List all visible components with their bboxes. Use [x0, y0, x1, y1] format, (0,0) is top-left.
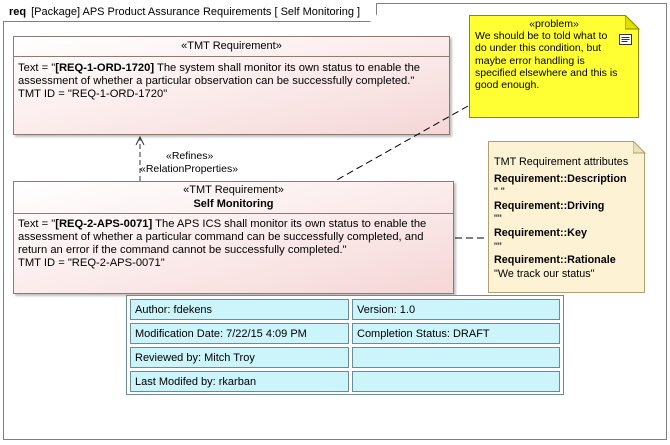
requirement-aps-0071[interactable]: «TMT Requirement» Self Monitoring Text =…	[13, 181, 454, 294]
requirement-name: Self Monitoring	[193, 198, 274, 210]
attributes-title: TMT Requirement attributes	[494, 156, 629, 168]
requirement-text: The APS ICS shall monitor its own status…	[18, 218, 427, 256]
note-fold-icon	[625, 15, 640, 30]
requirement-body: Text = "[REQ-2-APS-0071] The APS ICS sha…	[14, 214, 453, 275]
attribute-key: Requirement::Rationale	[494, 254, 616, 267]
attribute-key: Requirement::Key	[494, 226, 587, 239]
diagram-header[interactable]: req [Package] APS Product Assurance Requi…	[3, 3, 377, 22]
table-row: Author: fdekens Version: 1.0	[130, 299, 560, 320]
requirement-body: Text = "[REQ-1-ORD-1720] The system shal…	[14, 57, 449, 106]
problem-text: We should be to told what to do under th…	[475, 30, 618, 92]
table-row: Reviewed by: Mitch Troy	[130, 347, 560, 368]
problem-note[interactable]: «problem» We should be to told what to d…	[469, 15, 639, 118]
attribute-value: "We track our status"	[494, 267, 595, 280]
requirement-header: «TMT Requirement» Self Monitoring	[14, 182, 453, 214]
requirement-tmt-id: TMT ID = "REQ-1-ORD-1720"	[18, 88, 168, 100]
requirement-text-prefix: Text = "	[18, 218, 56, 230]
problem-stereotype: «problem»	[529, 18, 579, 30]
note-icon	[619, 34, 632, 45]
diagram-title: [Package] APS Product Assurance Requirem…	[31, 6, 361, 18]
requirement-id: [REQ-1-ORD-1720]	[55, 62, 155, 74]
requirement-text: The system shall monitor its own status …	[18, 62, 421, 87]
reviewed-by-cell: Reviewed by: Mitch Troy	[130, 347, 349, 368]
version-cell: Version: 1.0	[352, 299, 560, 320]
attribute-value: ""	[494, 240, 502, 253]
attribute-value: ""	[494, 213, 502, 226]
attributes-note[interactable]: TMT Requirement attributes Requirement::…	[488, 141, 645, 293]
attribute-key: Requirement::Driving	[494, 199, 605, 212]
last-modified-by-cell: Last Modifed by: rkarban	[130, 371, 349, 392]
refines-label: «Refines»	[166, 150, 214, 162]
empty-cell	[352, 371, 560, 392]
requirement-header: «TMT Requirement»	[14, 37, 449, 57]
author-cell: Author: fdekens	[130, 299, 349, 320]
table-row: Modification Date: 7/22/15 4:09 PM Compl…	[130, 323, 560, 344]
diagram-kind: req	[9, 6, 27, 18]
modification-date-cell: Modification Date: 7/22/15 4:09 PM	[130, 323, 349, 344]
requirement-tmt-id: TMT ID = "REQ-2-APS-0071"	[18, 257, 165, 269]
requirement-id: [REQ-2-APS-0071]	[55, 218, 153, 230]
requirement-stereotype: «TMT Requirement»	[181, 40, 282, 52]
requirement-stereotype: «TMT Requirement»	[183, 184, 284, 196]
table-row: Last Modifed by: rkarban	[130, 371, 560, 392]
attribute-key: Requirement::Description	[494, 172, 627, 185]
info-table: Author: fdekens Version: 1.0 Modificatio…	[126, 295, 564, 395]
requirement-text-prefix: Text = "	[18, 62, 56, 74]
attribute-value: " "	[494, 186, 505, 199]
requirement-ord-1720[interactable]: «TMT Requirement» Text = "[REQ-1-ORD-172…	[13, 36, 450, 135]
completion-status-cell: Completion Status: DRAFT	[352, 323, 560, 344]
note-fold-icon	[633, 141, 646, 154]
relation-properties-label: «RelationProperties»	[140, 163, 239, 175]
empty-cell	[352, 347, 560, 368]
